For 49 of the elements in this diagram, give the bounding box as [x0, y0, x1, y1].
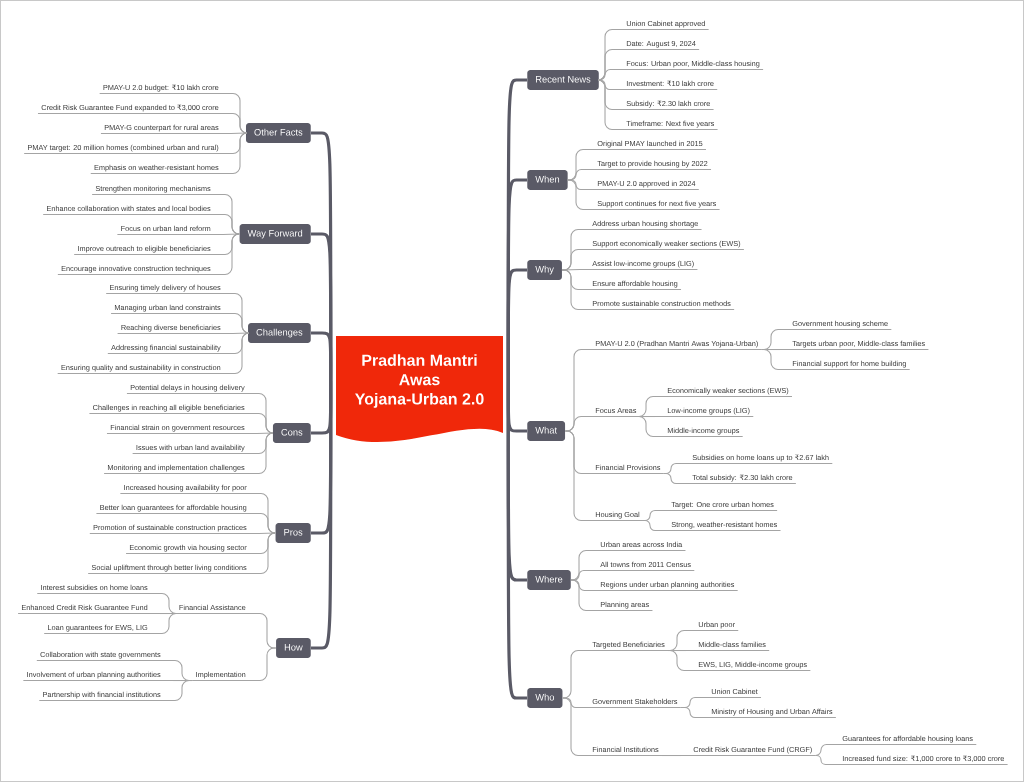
connector-line [661, 754, 682, 757]
branch-line [311, 381, 333, 435]
connector-line [638, 415, 656, 438]
connector-line [230, 132, 248, 175]
branch-line [506, 268, 527, 381]
connector-line [172, 679, 193, 702]
topic-box: When [527, 170, 568, 190]
connector-line [562, 697, 581, 709]
connector-line [258, 532, 276, 575]
topic-box: Who [527, 688, 563, 708]
connector-line [815, 743, 831, 757]
connector-line [159, 612, 177, 635]
connector-line [597, 79, 615, 131]
topic-box: Other Facts [246, 123, 311, 143]
connector-line [230, 132, 247, 135]
connector-line [159, 592, 177, 615]
connector-line [667, 649, 687, 672]
connector-line [232, 332, 249, 335]
topic-box: Way Forward [239, 224, 311, 244]
central-banner: Pradhan Mantri Awas Yojana-Urban 2.0 [336, 336, 503, 442]
connector-line [256, 432, 274, 475]
connector-line [232, 332, 250, 375]
connector-line [222, 233, 240, 276]
connector-line [567, 179, 586, 191]
connector-line [680, 706, 700, 719]
connector-line [642, 519, 660, 532]
topic-box: Cons [272, 423, 311, 443]
connector-line [598, 68, 615, 81]
topic-box: Recent News [527, 70, 599, 90]
connector-line [663, 472, 681, 485]
connector-line [256, 432, 274, 435]
topic-box: Where [527, 570, 571, 590]
connector-line [815, 754, 831, 766]
connector-line [562, 697, 581, 757]
connector-line [570, 579, 589, 592]
connector-line [564, 430, 584, 522]
connector-line [257, 647, 277, 682]
topic-box: Challenges [248, 323, 311, 343]
connector-line [561, 269, 581, 311]
connector-line [761, 348, 781, 371]
connector-line [638, 395, 656, 418]
topic-box: Pros [275, 523, 311, 543]
connector-line [639, 415, 656, 418]
topic-box: What [527, 421, 566, 441]
connector-line [570, 579, 589, 612]
connector-line [567, 179, 586, 211]
topic-box: How [276, 638, 311, 658]
connector-line [598, 79, 615, 91]
topic-box: Why [527, 260, 562, 280]
